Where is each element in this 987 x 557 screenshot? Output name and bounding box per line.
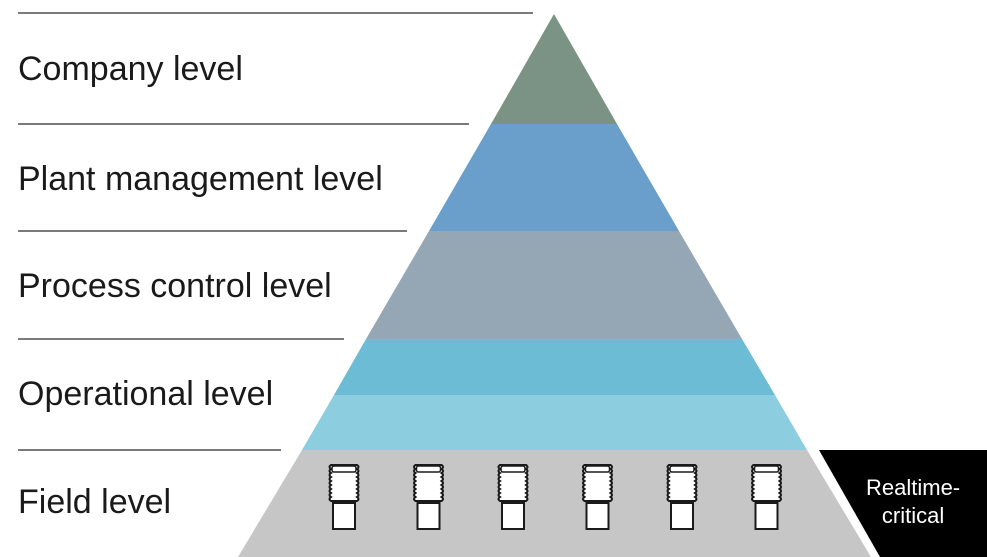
field-device-icon: [328, 464, 360, 530]
field-device-base: [501, 502, 525, 530]
field-device-icon: [413, 464, 444, 530]
field-device-base: [416, 502, 441, 530]
field-device-cap: [584, 465, 611, 473]
field-device-icon: [582, 464, 613, 530]
field-device-cap: [669, 465, 695, 473]
field-device-cap: [331, 465, 357, 473]
field-device-icon: [751, 464, 782, 530]
field-devices: [328, 464, 782, 530]
level-label-field: Field level: [18, 483, 172, 521]
field-device-body: [497, 464, 529, 502]
field-device-body: [328, 464, 360, 502]
realtime-critical-label: Realtime- critical: [866, 474, 960, 529]
pyramid-tier-company: [491, 14, 617, 124]
field-device-body: [666, 464, 698, 502]
field-device-icon: [497, 464, 529, 530]
pyramid-tier-field: [238, 450, 871, 557]
pyramid-tier-plant-management: [429, 124, 679, 231]
field-device-body: [751, 464, 782, 502]
pyramid-tier-operational-lower: [302, 395, 807, 450]
field-device-body: [413, 464, 444, 502]
field-device-body: [582, 464, 613, 502]
pyramid-tier-process-control: [366, 231, 742, 339]
realtime-critical-line-1: Realtime-: [866, 475, 961, 500]
field-device-base: [585, 502, 610, 530]
pyramid-tier-operational-upper: [334, 339, 775, 395]
level-label-plant-management: Plant management level: [18, 160, 383, 198]
level-label-process-control: Process control level: [18, 267, 332, 305]
realtime-critical-line-2: critical: [881, 502, 945, 528]
field-device-base: [754, 502, 779, 530]
field-device-cap: [500, 465, 526, 473]
field-device-base: [670, 502, 694, 530]
field-device-cap: [753, 465, 780, 473]
realtime-critical-badge: [819, 450, 987, 557]
field-device-base: [332, 502, 356, 530]
field-device-cap: [415, 465, 442, 473]
level-label-operational: Operational level: [18, 375, 274, 413]
field-device-icon: [666, 464, 698, 530]
level-label-company: Company level: [18, 50, 243, 88]
